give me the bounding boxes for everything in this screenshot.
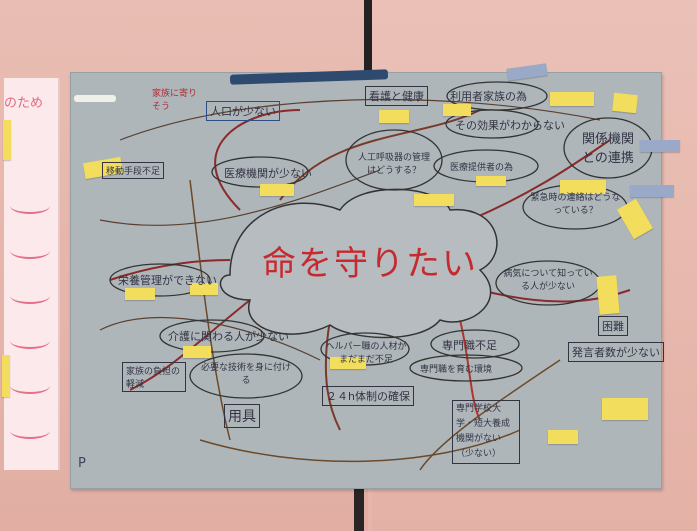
node-label: 栄養管理ができない <box>118 274 217 287</box>
side-wave-1 <box>10 198 50 214</box>
node-label: 医療機関が少ない <box>224 167 312 180</box>
sticky-note <box>2 355 10 397</box>
wall-seam-bottom <box>354 478 364 531</box>
sticky-note <box>560 180 606 194</box>
side-wave-4 <box>10 333 50 349</box>
side-wave-2 <box>10 243 50 259</box>
node-label: 病気について知っている人が少ない <box>503 269 593 292</box>
node-label: 人工呼吸器の管理はどうする？ <box>357 153 430 176</box>
node-label: 家族の負担の軽減 <box>122 362 186 392</box>
wall-seam-top <box>364 0 372 90</box>
sticky-note <box>596 275 620 315</box>
node-label: 人口が少ない <box>206 101 280 121</box>
node-label: 医療提供者の為 <box>450 163 514 173</box>
sticky-note <box>260 184 294 196</box>
side-poster: のため <box>4 78 60 470</box>
sticky-note <box>414 194 454 206</box>
sticky-note <box>602 398 648 420</box>
node-label: 用具 <box>224 404 260 428</box>
node-label: 必要な技術を身に付ける <box>200 363 291 386</box>
node-label: ヘルパー職の人材がまだまだ不足 <box>325 342 407 365</box>
node-label: 困難 <box>598 316 628 336</box>
node-label: その効果がわからない <box>455 119 565 132</box>
node-label: 介護に関わる人が少ない <box>168 330 289 343</box>
tape-left <box>74 95 116 102</box>
sticky-note <box>330 357 366 369</box>
side-poster-label: のため <box>4 96 44 111</box>
sticky-note <box>443 104 471 116</box>
node-label: 家族に寄りそう <box>152 89 198 112</box>
node-label: 利用者家族の為 <box>450 90 527 103</box>
center-theme: 命を守りたい <box>262 244 478 284</box>
node-label: 専門職不足 <box>442 339 497 352</box>
node-label: 専門学校大学・短大養成機関がない（少ない） <box>452 400 520 464</box>
node-label: 発言者数が少ない <box>568 342 664 362</box>
node-label: ２４h体制の確保 <box>322 386 414 406</box>
sticky-note <box>183 346 211 358</box>
node-label: 関係機関との連携 <box>581 132 634 166</box>
side-wave-5 <box>10 378 50 394</box>
sticky-note <box>190 283 218 295</box>
sticky-note <box>630 185 674 197</box>
corner-mark: P <box>78 456 86 471</box>
sticky-note <box>548 430 578 444</box>
side-wave-6 <box>10 423 50 439</box>
sticky-note <box>476 176 506 186</box>
sticky-note <box>550 92 594 106</box>
node-label: 緊急時の連絡はどうなっている？ <box>530 193 621 216</box>
sticky-note <box>3 120 11 160</box>
side-wave-3 <box>10 288 50 304</box>
sticky-note <box>612 92 638 114</box>
node-label: 移動手段不足 <box>102 162 164 179</box>
sticky-note <box>640 140 680 152</box>
sticky-note <box>379 110 409 123</box>
node-label: 専門職を育む環境 <box>420 365 493 375</box>
node-label: 看護と健康 <box>365 86 428 106</box>
sticky-note <box>125 288 155 300</box>
